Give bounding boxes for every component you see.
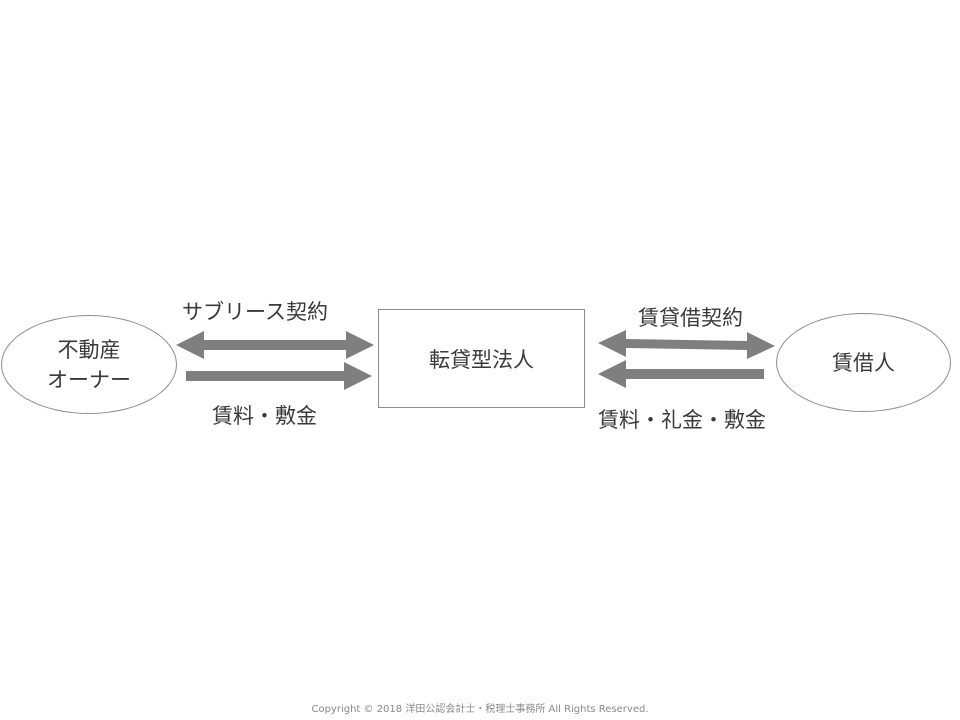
owner-node: 不動産 オーナー	[1, 315, 177, 414]
owner-label-line1: 不動産	[57, 337, 121, 362]
sublease-contract-label: サブリース契約	[182, 300, 328, 324]
lease-contract-arrow	[598, 330, 775, 359]
copyright-footer: Copyright © 2018 洋田公認会計士・税理士事務所 All Righ…	[311, 704, 649, 715]
sublease-company-label: 転貸型法人	[429, 347, 534, 372]
sublease-contract-arrow	[176, 331, 374, 359]
sublease-company-node: 転貸型法人	[378, 309, 585, 408]
owner-label: 不動産 オーナー	[47, 335, 131, 395]
rent-deposit-label: 賃料・敷金	[212, 404, 317, 428]
owner-label-line2: オーナー	[47, 367, 131, 392]
rent-keymoney-deposit-label: 賃料・礼金・敷金	[598, 408, 766, 432]
lease-contract-label: 賃貸借契約	[638, 306, 743, 330]
rent-keymoney-deposit-arrow	[598, 360, 764, 388]
tenant-node: 賃借人	[776, 313, 951, 412]
tenant-label: 賃借人	[832, 350, 895, 375]
rent-deposit-arrow	[186, 362, 372, 390]
